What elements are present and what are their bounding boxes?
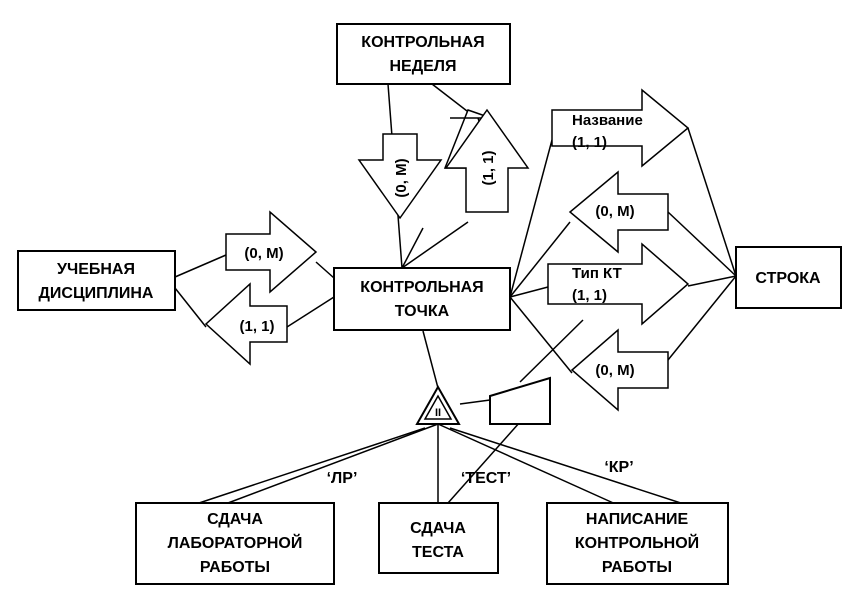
cardinality-name: (1, 1) [572, 134, 607, 151]
entity-discipline: УЧЕБНАЯ ДИСЦИПЛИНА [17, 250, 176, 311]
cardinality-string-upper: (0, M) [595, 203, 634, 220]
entity-label: ТЕСТА [412, 544, 464, 561]
entity-label: СДАЧА [410, 520, 466, 537]
entity-string: СТРОКА [735, 246, 842, 309]
entity-label: КОНТРОЛЬНАЯ [361, 34, 484, 51]
entity-label: ДИСЦИПЛИНА [39, 285, 154, 302]
entity-label: НЕДЕЛЯ [389, 58, 456, 75]
categorization-symbol-label: II [435, 407, 441, 419]
cardinality-arrow-string-upper [568, 170, 669, 254]
connectors [174, 83, 737, 507]
attribute-type-label: Тип КТ [572, 265, 622, 282]
discriminator-control: ‘КР’ [604, 459, 633, 476]
entity-control-point: КОНТРОЛЬНАЯ ТОЧКА [333, 267, 511, 331]
cardinality-arrow-discipline-right [225, 210, 318, 294]
entity-label: НАПИСАНИЕ [586, 511, 689, 528]
cardinality-arrow-type [547, 242, 690, 326]
entity-control-week: КОНТРОЛЬНАЯ НЕДЕЛЯ [336, 23, 511, 85]
entity-label: УЧЕБНАЯ [57, 261, 135, 278]
cardinality-arrow-discipline-left [204, 282, 288, 366]
cardinality-type: (1, 1) [572, 287, 607, 304]
cardinality-week-up: (1, 1) [480, 150, 497, 185]
cardinality-discipline-right: (0, M) [244, 245, 283, 262]
entity-label: ТОЧКА [395, 303, 450, 320]
entity-test: СДАЧА ТЕСТА [378, 502, 499, 574]
entity-label: СТРОКА [755, 270, 821, 287]
cardinality-arrow-name [551, 88, 690, 168]
entity-label: РАБОТЫ [200, 559, 270, 576]
discriminator-box [489, 376, 551, 425]
discriminator-test: ‘ТЕСТ’ [461, 470, 511, 487]
entity-label: КОНТРОЛЬНОЙ [575, 533, 699, 552]
categorization-symbol: II [415, 384, 461, 425]
entity-lab-work: СДАЧА ЛАБОРАТОРНОЙ РАБОТЫ [135, 502, 335, 585]
cardinality-discipline-left: (1, 1) [239, 318, 274, 335]
cardinality-arrow-string-lower [570, 328, 669, 412]
attribute-name-label: Название [572, 112, 643, 129]
entity-label: КОНТРОЛЬНАЯ [360, 279, 483, 296]
cardinality-week-down: (0, M) [393, 158, 410, 197]
discriminator-lab: ‘ЛР’ [327, 470, 358, 487]
entity-label: ЛАБОРАТОРНОЙ [168, 533, 303, 552]
entity-label: РАБОТЫ [602, 559, 672, 576]
entity-control-work: НАПИСАНИЕ КОНТРОЛЬНОЙ РАБОТЫ [546, 502, 729, 585]
cardinality-arrow-week-down [357, 133, 443, 220]
entity-label: СДАЧА [207, 511, 263, 528]
cardinality-arrow-week-up-body [444, 108, 530, 213]
cardinality-string-lower: (0, M) [595, 362, 634, 379]
